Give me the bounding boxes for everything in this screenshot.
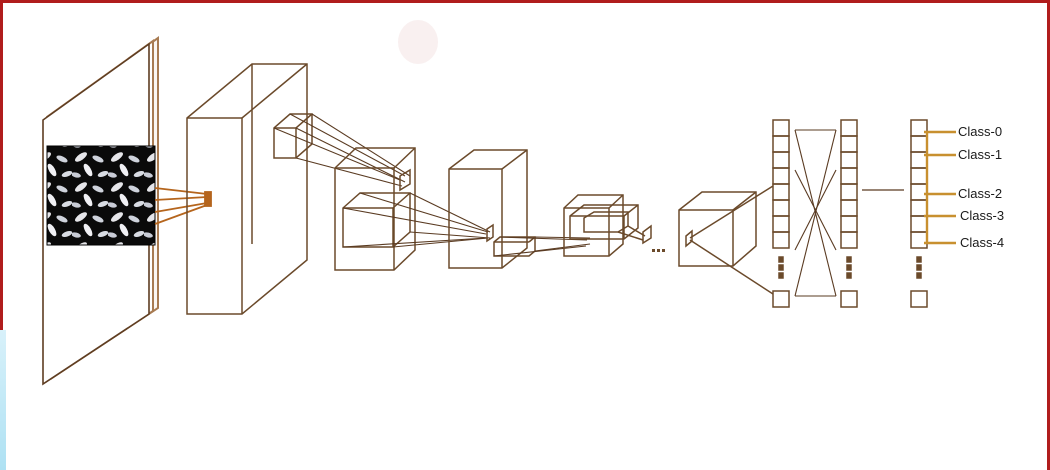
class-label-3: Class-3 bbox=[960, 209, 1004, 222]
projection-lines-1 bbox=[274, 114, 410, 186]
class-label-0: Class-0 bbox=[958, 125, 1002, 138]
class-label-2: Class-2 bbox=[958, 187, 1002, 200]
rice-grain-image bbox=[47, 146, 155, 245]
output-class-connectors bbox=[924, 132, 956, 243]
output-layer bbox=[911, 120, 927, 307]
class-label-4: Class-4 bbox=[960, 236, 1004, 249]
background-blob bbox=[398, 20, 438, 64]
fc-connections bbox=[795, 130, 836, 296]
conv-volume-3 bbox=[679, 186, 773, 294]
class-label-1: Class-1 bbox=[958, 148, 1002, 161]
conv-volume-1 bbox=[187, 64, 312, 314]
fully-connected-layer-1 bbox=[773, 120, 789, 307]
projection-lines-3 bbox=[494, 237, 590, 256]
ellipsis-dots bbox=[652, 249, 665, 252]
conv-volume-2 bbox=[449, 150, 535, 268]
input-image-stack bbox=[43, 38, 158, 384]
input-kernel-projection bbox=[155, 188, 211, 224]
projection-lines-2 bbox=[343, 193, 490, 247]
fully-connected-layer-2 bbox=[841, 120, 857, 307]
